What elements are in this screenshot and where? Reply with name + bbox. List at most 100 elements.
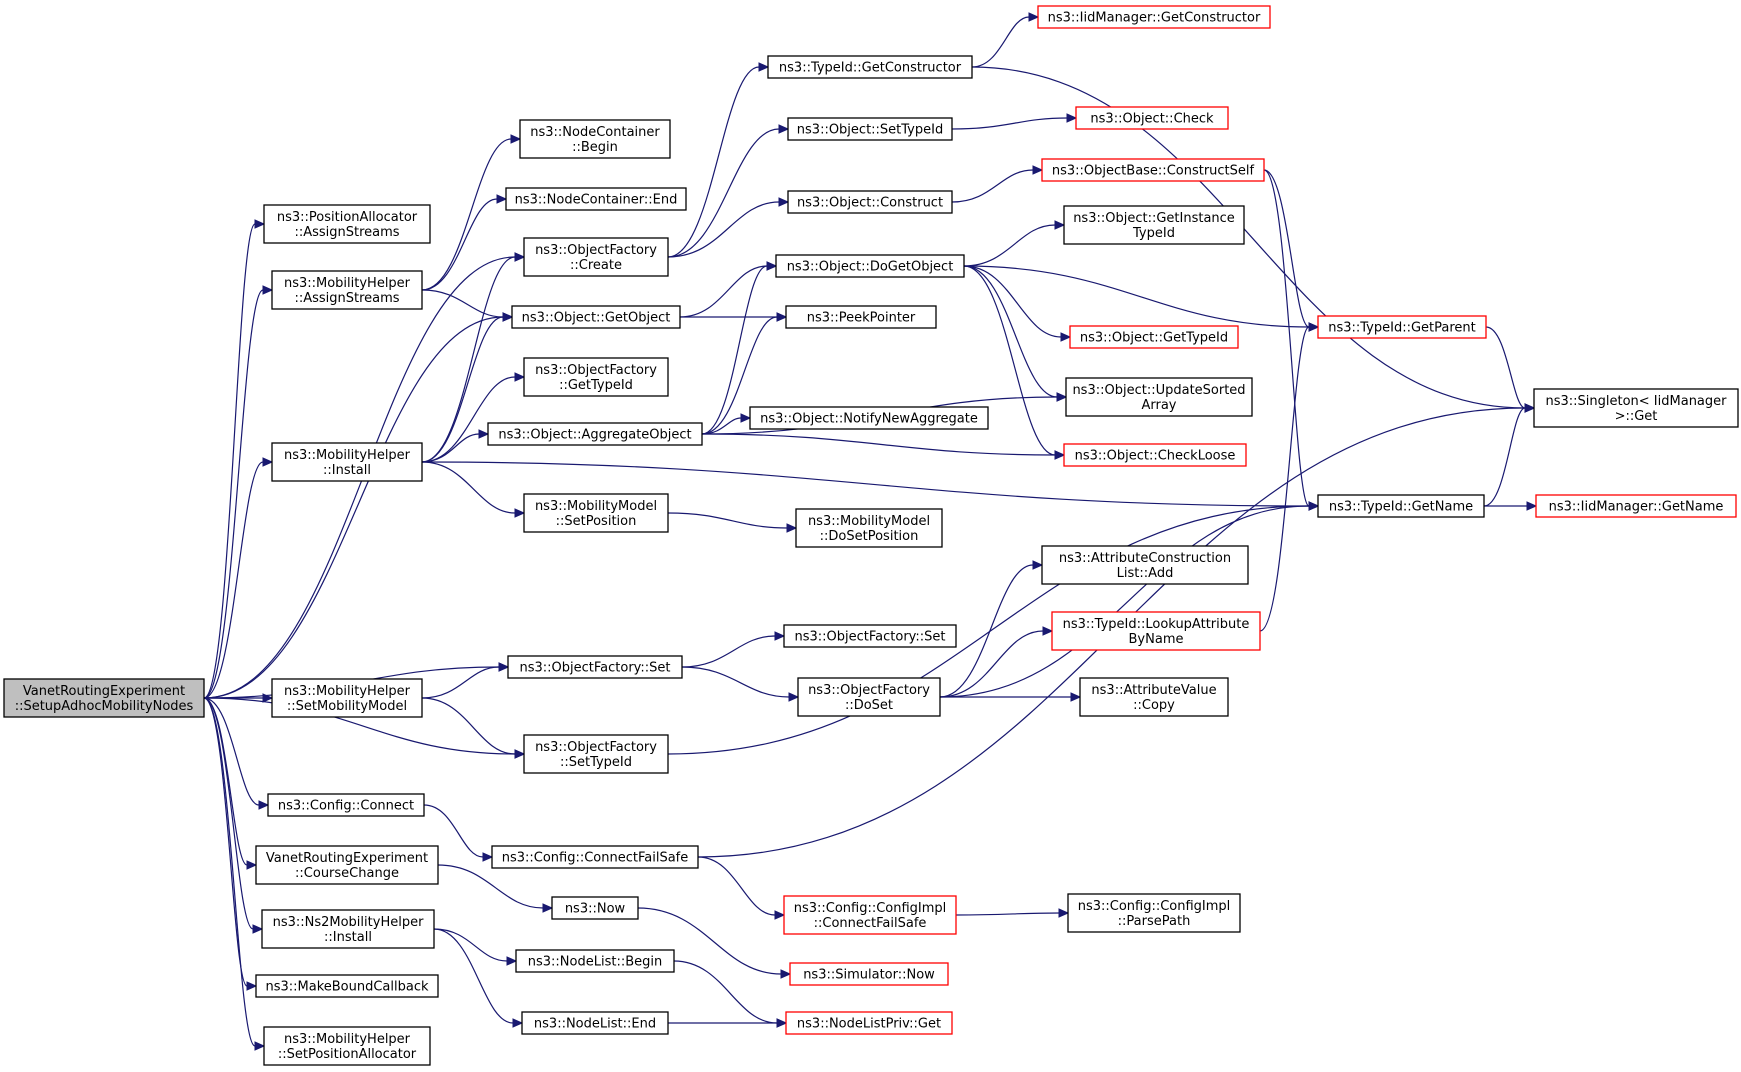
node-label-line: ns3::ObjectFactory [808,683,930,698]
node-ns3-object-construct[interactable]: ns3::Object::Construct [787,190,953,214]
node-box [1065,377,1253,417]
call-nodes: VanetRoutingExperiment::SetupAdhocMobili… [3,5,1739,1066]
node-ns3-objectfactory-set[interactable]: ns3::ObjectFactory::Set [507,655,683,679]
node-ns3-typeid-getname[interactable]: ns3::TypeId::GetName [1317,494,1485,518]
node-ns3-nodelistpriv-get[interactable]: ns3::NodeListPriv::Get [785,1011,953,1035]
node-label-line: ns3::NodeContainer [530,125,660,140]
node-label-line: ::GetTypeId [559,378,633,393]
node-label-line: ns3::PeekPointer [807,311,916,326]
node-ns3-objectbase-constructself[interactable]: ns3::ObjectBase::ConstructSelf [1041,158,1265,182]
node-box [787,190,953,214]
node-ns3-object-settypeid[interactable]: ns3::Object::SetTypeId [787,117,953,141]
node-ns3-object-dogetobject[interactable]: ns3::Object::DoGetObject [775,254,965,278]
node-ns3-objectfactory-set[interactable]: ns3::ObjectFactory::Set [783,624,957,648]
node-ns3-object-gettypeid[interactable]: ns3::Object::GetTypeId [1069,325,1239,349]
node-label-line: ns3::Object::SetTypeId [797,123,943,138]
node-box [271,678,423,718]
edge-n37-n47 [1263,169,1320,511]
node-label-line: ::Install [323,463,371,478]
node-label-line: ns3::ObjectFactory [535,243,657,258]
node-ns3-object-getobject[interactable]: ns3::Object::GetObject [511,305,681,329]
node-ns3-objectfactory-settypeid[interactable]: ns3::ObjectFactory::SetTypeId [523,734,669,774]
node-ns3-objectfactory-create[interactable]: ns3::ObjectFactory::Create [523,237,669,277]
node-box [1063,443,1247,467]
node-ns3-object-check[interactable]: ns3::Object::Check [1075,106,1229,130]
node-box [521,1011,669,1035]
node-label-line: Array [1141,398,1176,413]
node-box [271,270,423,310]
edge-n6-n20 [437,864,554,913]
node-label-line: ns3::MakeBoundCallback [265,980,429,995]
node-ns3-config-configimpl-connectfailsafe[interactable]: ns3::Config::ConfigImpl::ConnectFailSafe [783,895,957,935]
node-ns3-typeid-getconstructor[interactable]: ns3::TypeId::GetConstructor [767,55,973,79]
node-box [767,55,973,79]
node-ns3-config-configimpl-parsepath[interactable]: ns3::Config::ConfigImpl::ParsePath [1067,893,1241,933]
node-label-line: ns3::Ns2MobilityHelper [273,915,424,930]
edge-n26-n38 [963,220,1066,267]
node-ns3-nodecontainer-end[interactable]: ns3::NodeContainer::End [505,187,687,211]
node-label-line: ns3::ObjectFactory [535,740,657,755]
node-ns3-nodecontainer-begin[interactable]: ns3::NodeContainer::Begin [519,119,671,159]
node-ns3-ns2mobilityhelper-install[interactable]: ns3::Ns2MobilityHelper::Install [261,909,435,949]
node-box [1041,545,1249,585]
node-box [505,187,687,211]
node-ns3-singleton-iidmanager-get[interactable]: ns3::Singleton< IidManager >::Get [1533,388,1739,428]
node-label-line: ns3::PositionAllocator [277,210,418,225]
node-box [487,422,703,446]
node-label-line: ns3::TypeId::LookupAttribute [1063,617,1250,632]
node-ns3-attributevalue-copy[interactable]: ns3::AttributeValue::Copy [1079,677,1229,717]
node-ns3-objectfactory-gettypeid[interactable]: ns3::ObjectFactory::GetTypeId [523,357,669,397]
edge-n31-n42 [939,560,1044,698]
node-ns3-mobilitymodel-dosetposition[interactable]: ns3::MobilityModel::DoSetPosition [795,508,943,548]
edge-n31-n44 [939,692,1082,702]
edge-n12-n23 [667,62,770,258]
node-ns3-mobilityhelper-install[interactable]: ns3::MobilityHelper::Install [271,442,423,482]
node-label-line: ns3::TypeId::GetConstructor [779,61,962,76]
node-ns3-peekpointer[interactable]: ns3::PeekPointer [785,305,937,329]
node-label-line: ns3::TypeId::GetParent [1328,321,1476,336]
node-label-line: >::Get [1615,409,1658,424]
node-ns3-nodelist-begin[interactable]: ns3::NodeList::Begin [515,949,675,973]
edge-n47-n48 [1483,403,1536,507]
node-label-line: ns3::ObjectBase::ConstructSelf [1052,164,1255,179]
node-label-line: ByName [1129,632,1184,647]
node-vanetroutingexperiment-coursechange[interactable]: VanetRoutingExperiment::CourseChange [255,845,439,885]
node-label-line: ::DoSet [845,698,893,713]
node-label-line: ns3::Object::CheckLoose [1075,449,1236,464]
node-label-line: ns3::IidManager::GetConstructor [1048,11,1261,26]
node-label-line: ns3::Config::ConfigImpl [794,901,947,916]
node-ns3-object-notifynewaggregate[interactable]: ns3::Object::NotifyNewAggregate [749,406,989,430]
node-ns3-object-checkloose[interactable]: ns3::Object::CheckLoose [1063,443,1247,467]
node-ns3-config-connect[interactable]: ns3::Config::Connect [267,793,425,817]
node-ns3-nodelist-end[interactable]: ns3::NodeList::End [521,1011,669,1035]
node-ns3-object-aggregateobject[interactable]: ns3::Object::AggregateObject [487,422,703,446]
node-ns3-mobilityhelper-setpositionallocator[interactable]: ns3::MobilityHelper::SetPositionAllocato… [263,1026,431,1066]
node-box [523,493,669,533]
node-label-line: ::Begin [572,140,618,155]
edge-n0-n2 [203,285,274,699]
node-box [1075,106,1229,130]
node-ns3-mobilitymodel-setposition[interactable]: ns3::MobilityModel::SetPosition [523,493,669,533]
node-ns3-now[interactable]: ns3::Now [551,896,639,920]
node-label-line: ::ParsePath [1118,914,1191,929]
node-box [263,1026,431,1066]
node-ns3-objectfactory-doset[interactable]: ns3::ObjectFactory::DoSet [797,677,941,717]
node-vanetroutingexperiment-setupadhocmobilitynodes[interactable]: VanetRoutingExperiment::SetupAdhocMobili… [3,678,205,718]
node-ns3-iidmanager-getname[interactable]: ns3::IidManager::GetName [1535,494,1737,518]
node-ns3-iidmanager-getconstructor[interactable]: ns3::IidManager::GetConstructor [1037,5,1271,29]
edge-n0-n5 [203,697,270,810]
node-ns3-config-connectfailsafe[interactable]: ns3::Config::ConnectFailSafe [491,845,699,869]
edge-n0-n3 [203,457,274,699]
node-ns3-simulator-now[interactable]: ns3::Simulator::Now [789,962,949,986]
node-ns3-positionallocator-assignstreams[interactable]: ns3::PositionAllocator::AssignStreams [263,204,431,244]
node-box [1067,893,1241,933]
node-ns3-typeid-getparent[interactable]: ns3::TypeId::GetParent [1317,315,1487,339]
node-ns3-mobilityhelper-setmobilitymodel[interactable]: ns3::MobilityHelper::SetMobilityModel [271,678,423,718]
node-ns3-makeboundcallback[interactable]: ns3::MakeBoundCallback [255,974,439,998]
edge-n22-n34 [667,1018,788,1028]
node-ns3-mobilityhelper-assignstreams[interactable]: ns3::MobilityHelper::AssignStreams [271,270,423,310]
